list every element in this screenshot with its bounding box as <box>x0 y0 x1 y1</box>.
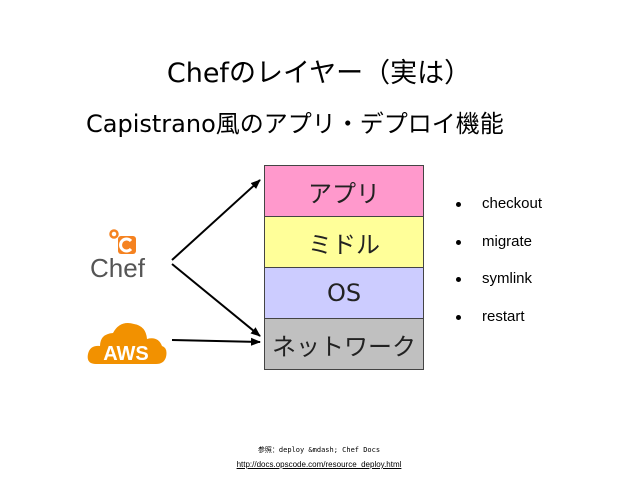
arrow-to-app <box>171 179 261 261</box>
layer-middleware: ミドル <box>264 216 424 268</box>
slide-title: Chefのレイヤー（実は） <box>166 58 472 89</box>
slide-subtitle: Capistrano風のアプリ・デプロイ機能 <box>86 110 504 138</box>
list-item: restart <box>456 307 542 345</box>
bullet-icon <box>456 277 461 282</box>
aws-logo-text: AWS <box>103 343 149 365</box>
list-item: migrate <box>456 232 542 270</box>
arrow-aws-to-network <box>171 337 261 346</box>
layer-os: OS <box>264 267 424 319</box>
layer-app: アプリ <box>264 165 424 217</box>
list-item: checkout <box>456 194 542 232</box>
chef-logo: Chef <box>90 228 162 283</box>
reference-footer: 参照：deploy &mdash; Chef Docs http://docs.… <box>0 445 638 470</box>
bullet-icon <box>456 239 461 245</box>
reference-title: 参照：deploy &mdash; Chef Docs <box>257 446 381 454</box>
arrow-to-network <box>171 263 261 337</box>
layer-label: ネットワーク <box>272 332 416 361</box>
aws-cloud-icon: AWS <box>87 323 167 365</box>
layer-network: ネットワーク <box>264 318 424 370</box>
deploy-steps-list: checkout migrate symlink restart <box>456 194 542 344</box>
bullet-icon <box>456 202 461 207</box>
chef-c-icon <box>109 229 136 254</box>
list-item: symlink <box>456 269 542 307</box>
layer-label: アプリ <box>308 179 380 208</box>
layer-label: OS <box>326 279 362 307</box>
bullet-icon <box>456 314 461 320</box>
chef-logo-text: Chef <box>90 253 145 283</box>
reference-link[interactable]: http://docs.opscode.com/resource_deploy.… <box>236 460 402 469</box>
layer-label: ミドル <box>308 230 380 259</box>
